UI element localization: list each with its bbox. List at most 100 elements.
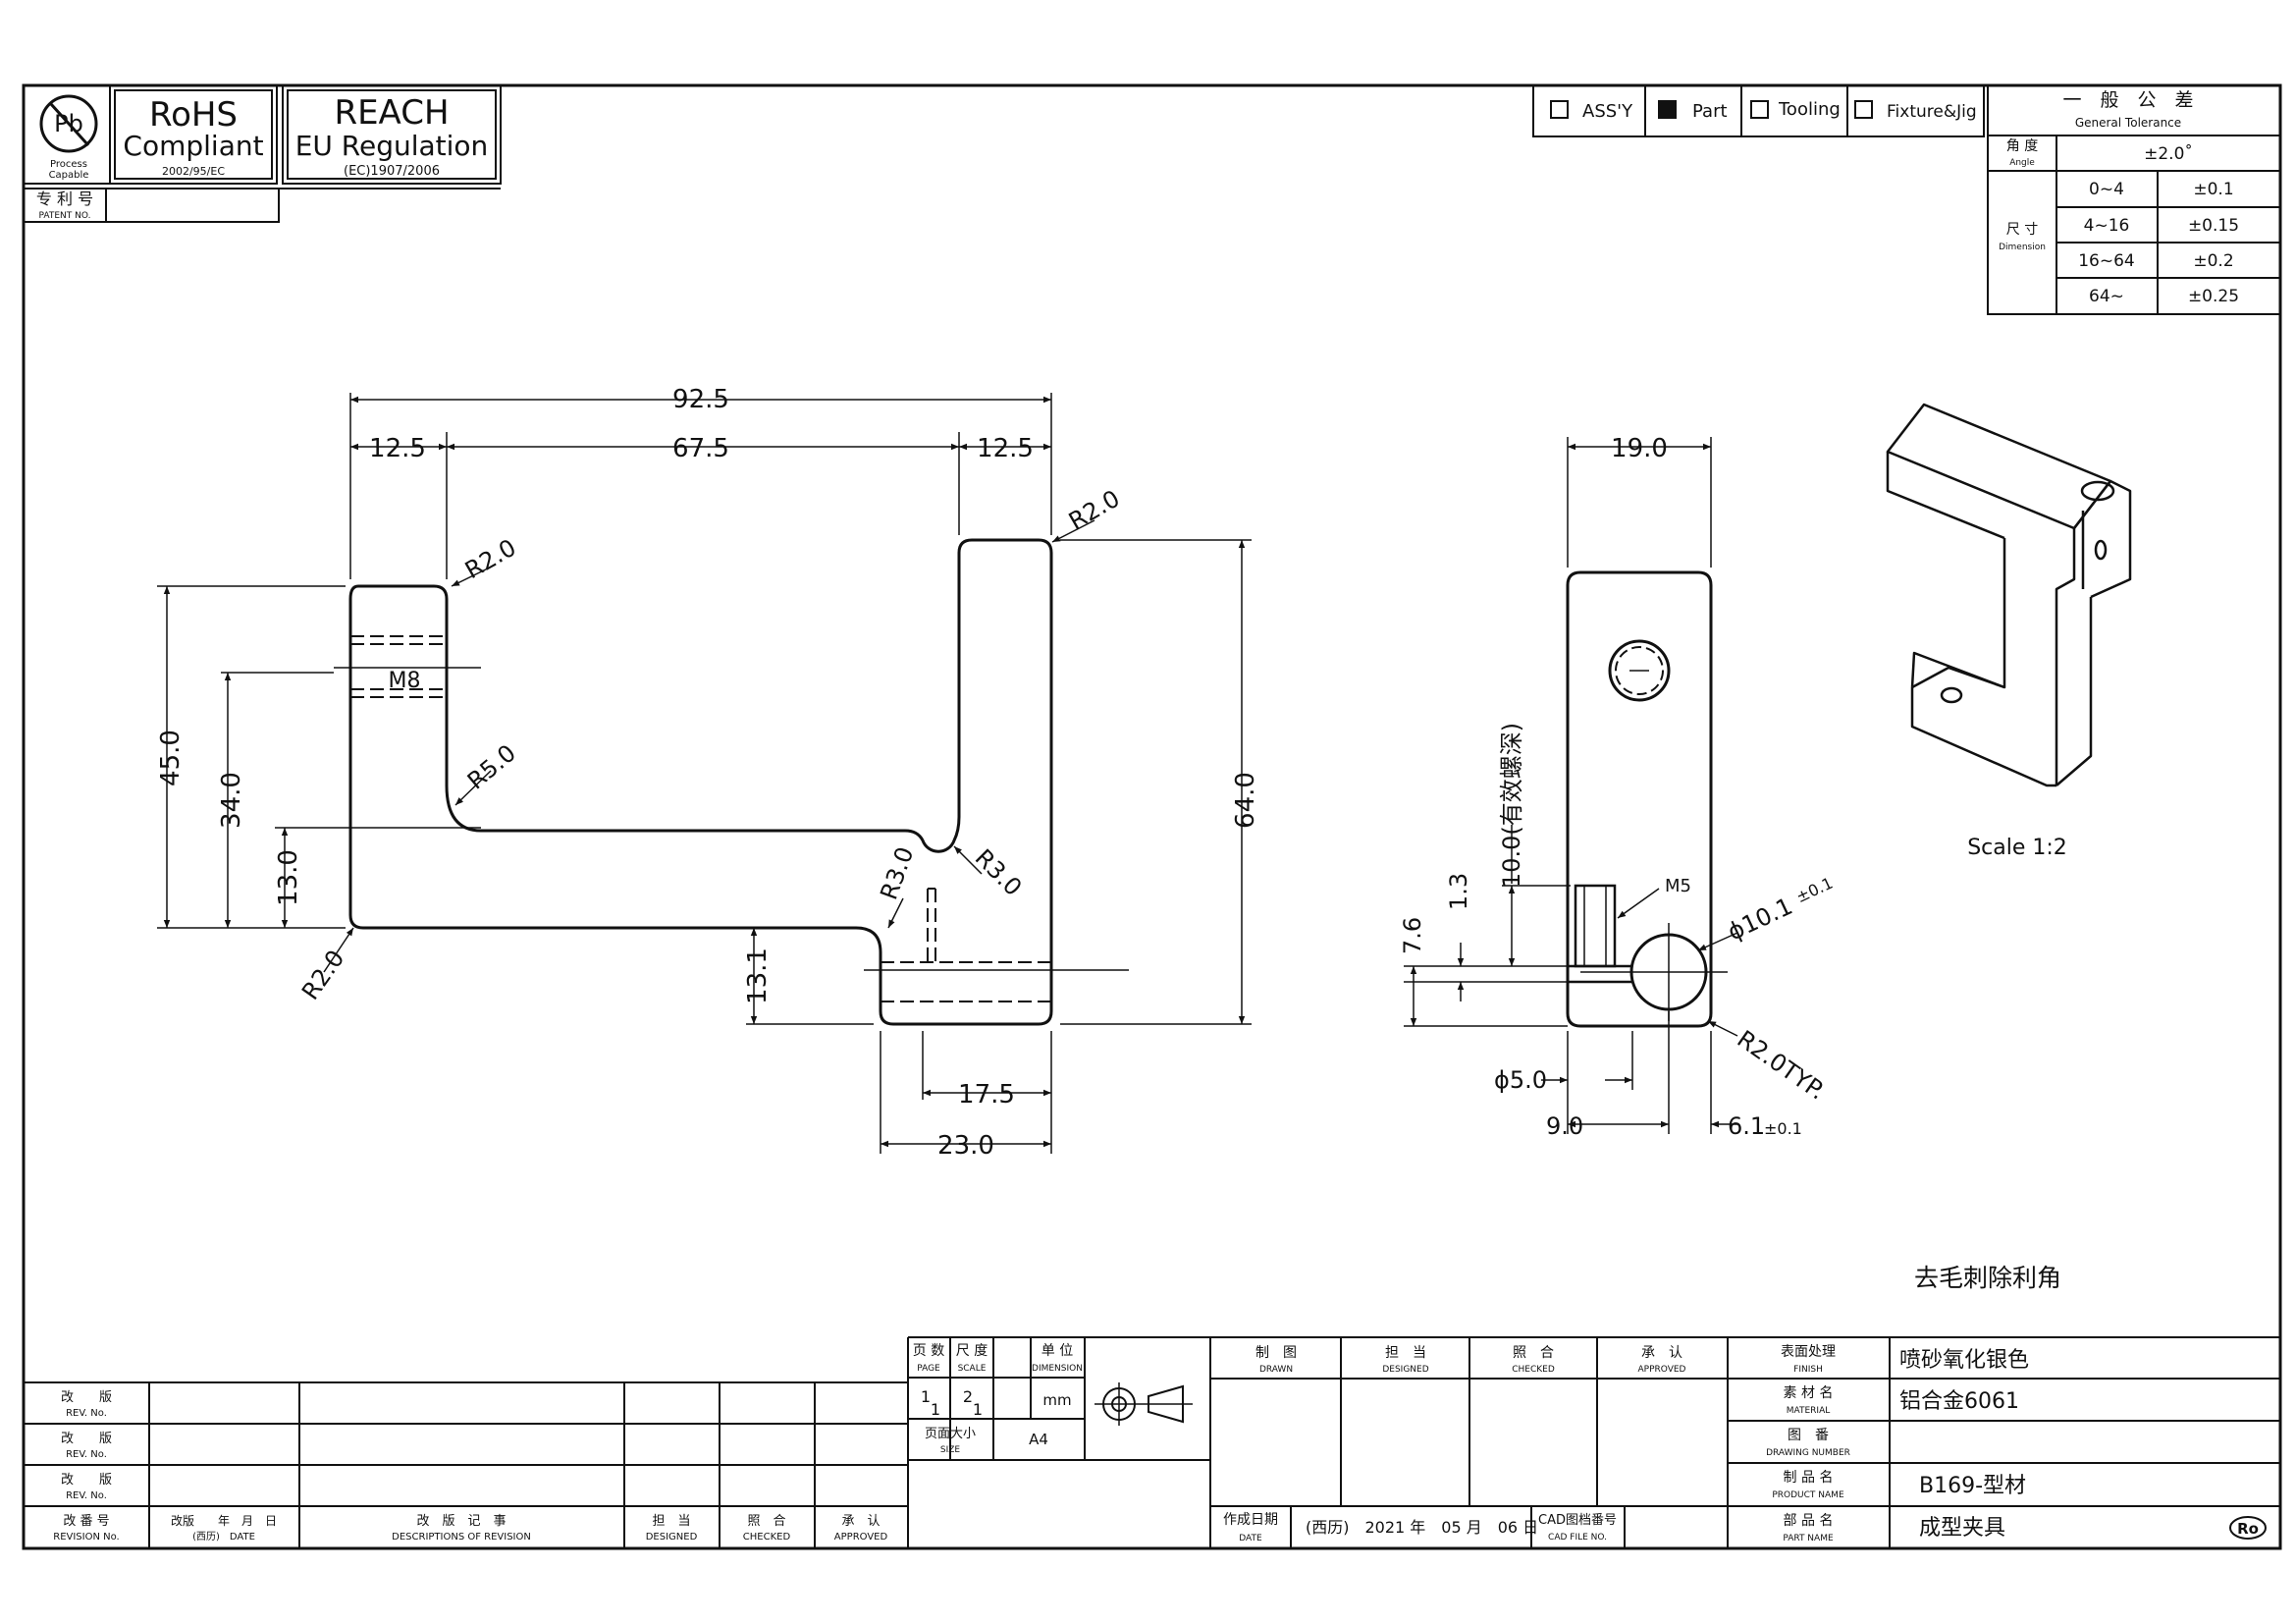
- cad-label-cn: CAD图档番号: [1538, 1513, 1617, 1528]
- m8-hole: [1608, 639, 1671, 702]
- rohs-code: 2002/95/EC: [162, 165, 225, 178]
- revision-labels: 改 版 REV. No. 改 版 REV. No. 改 版 REV. No. 改…: [53, 1390, 887, 1543]
- patent-label-en: PATENT NO.: [39, 211, 91, 221]
- tol-range: 4~16: [2084, 216, 2130, 236]
- checkbox-assy-label: ASS'Y: [1582, 101, 1633, 122]
- type-selector: ASS'Y Part Tooling Fixture&Jig: [1532, 84, 1985, 137]
- angle-label-cn: 角 度: [2006, 138, 2038, 154]
- dim-1-3: 1.3: [1445, 873, 1472, 910]
- rev-label-cn: 改 版: [61, 1390, 112, 1405]
- product-label-cn: 制 品 名: [1784, 1470, 1834, 1486]
- dim-92-5: 92.5: [672, 385, 729, 414]
- dim-67-5: 67.5: [672, 434, 729, 463]
- designed-label-en: DESIGNED: [1382, 1365, 1428, 1375]
- revision-block: [24, 1337, 909, 1548]
- page-label-en: PAGE: [917, 1364, 940, 1374]
- checkbox-fixture-label: Fixture&Jig: [1887, 102, 1977, 122]
- finish-label-cn: 表面处理: [1781, 1344, 1836, 1360]
- scale-note: Scale 1:2: [1967, 836, 2067, 860]
- tol-range: 16~64: [2078, 251, 2135, 271]
- ro-mark: Ro: [2237, 1520, 2259, 1538]
- dim-12-5-right: 12.5: [977, 434, 1034, 463]
- dim-13-1: 13.1: [743, 947, 773, 1004]
- size-value: A4: [1029, 1431, 1048, 1448]
- dim-45: 45.0: [156, 730, 186, 786]
- dim-dia-tol: ±0.1: [1793, 874, 1836, 907]
- hole-hidden-lines: [881, 888, 1051, 1002]
- dim-19: 19.0: [1611, 434, 1668, 463]
- radius-step: R3.0: [875, 843, 919, 903]
- checkbox-tooling[interactable]: Tooling: [1750, 99, 1841, 120]
- rev-no-header-cn: 改 番 号: [63, 1514, 109, 1529]
- dim-13: 13.0: [274, 849, 303, 906]
- rev-desc-header-cn: 改 版 记 事: [416, 1514, 506, 1529]
- rev-label-cn: 改 版: [61, 1473, 112, 1488]
- projection-symbol: [1095, 1382, 1193, 1426]
- rev-label-cn: 改 版: [61, 1432, 112, 1446]
- rev-approved-header-en: APPROVED: [834, 1532, 888, 1543]
- thread-m8: M8: [389, 669, 421, 693]
- dim-6-1-tol: ±0.1: [1764, 1119, 1802, 1138]
- unit-value: mm: [1042, 1391, 1071, 1409]
- compliance-logos: Pb Process Capable RoHS Compliant 2002/9…: [23, 84, 502, 223]
- page-label-cn: 页 数: [913, 1343, 944, 1359]
- radius-bottom-left: R2.0: [296, 945, 349, 1004]
- designed-label-cn: 担 当: [1385, 1345, 1426, 1361]
- side-view: [1404, 437, 1738, 1134]
- dim-34: 34.0: [217, 772, 246, 829]
- side-outline: [1566, 570, 1713, 1028]
- dim-23: 23.0: [937, 1131, 994, 1161]
- rev-date-header-cn: 改版 年 月 日: [171, 1514, 277, 1528]
- radius-typ: R2.0TYP.: [1733, 1025, 1831, 1106]
- rev-designed-header-en: DESIGNED: [646, 1532, 698, 1543]
- pb-symbol: Pb: [54, 110, 83, 137]
- material-label-en: MATERIAL: [1787, 1406, 1831, 1416]
- tol-value: ±0.25: [2188, 287, 2239, 306]
- date-label-en: DATE: [1239, 1534, 1262, 1543]
- checkbox-part[interactable]: Part: [1658, 100, 1728, 122]
- dim-17-5: 17.5: [958, 1080, 1015, 1110]
- date-value: (西历) 2021 年 05 月 06 日: [1306, 1518, 1538, 1537]
- rev-no-header-en: REVISION No.: [53, 1532, 120, 1543]
- dim-dia-5: ϕ5.0: [1494, 1066, 1547, 1094]
- finish-label-en: FINISH: [1793, 1365, 1823, 1375]
- dimension-label-en: Dimension: [1999, 243, 2046, 252]
- page-den: 1: [931, 1400, 940, 1419]
- approved-label-cn: 承 认: [1641, 1345, 1682, 1361]
- drawn-label-en: DRAWN: [1259, 1365, 1293, 1375]
- dim-12-5-left: 12.5: [369, 434, 426, 463]
- tol-range: 64~: [2089, 287, 2124, 306]
- part-label-cn: 部 品 名: [1784, 1513, 1834, 1529]
- rohs-title: RoHS: [149, 95, 238, 135]
- tol-value: ±0.15: [2188, 216, 2239, 236]
- dimension-label-cn: 尺 寸: [2006, 222, 2038, 238]
- pb-free-icon: [39, 94, 98, 153]
- unit-label-cn: 单 位: [1041, 1343, 1073, 1359]
- approved-label-en: APPROVED: [1638, 1365, 1686, 1375]
- checkbox-assy[interactable]: ASS'Y: [1550, 100, 1633, 122]
- m8-hidden-lines: [350, 635, 447, 698]
- drawing-label-cn: 图 番: [1788, 1428, 1829, 1443]
- dim-6-1: 6.1: [1728, 1112, 1765, 1140]
- size-label-cn: 页面大小: [925, 1427, 976, 1441]
- scale-label-en: SCALE: [958, 1364, 987, 1374]
- angle-label-en: Angle: [2009, 158, 2035, 168]
- dim-64: 64.0: [1231, 772, 1260, 829]
- rohs-sub: Compliant: [123, 130, 263, 162]
- reach-title: REACH: [334, 93, 449, 133]
- checkbox-part-label: Part: [1692, 101, 1728, 122]
- rev-label-en: REV. No.: [66, 1490, 107, 1501]
- checked-label-cn: 照 合: [1513, 1345, 1554, 1361]
- page-num: 1: [921, 1387, 931, 1406]
- rev-checked-header-cn: 照 合: [747, 1514, 785, 1529]
- title-block-labels: 页 数 PAGE 尺 度 SCALE 单 位 DIMENSION 1 1 2 1…: [913, 1343, 2259, 1543]
- tolerance-title-en: General Tolerance: [2075, 116, 2181, 130]
- front-outline: [348, 538, 1053, 1026]
- reach-code: (EC)1907/2006: [344, 164, 440, 179]
- rev-desc-header-en: DESCRIPTIONS OF REVISION: [392, 1532, 531, 1543]
- checkbox-fixture[interactable]: Fixture&Jig: [1854, 100, 1977, 122]
- tolerance-table: 一 般 公 差 General Tolerance 角 度 Angle ±2.0…: [1987, 84, 2281, 315]
- rev-checked-header-en: CHECKED: [743, 1532, 791, 1543]
- isometric-view: [1886, 403, 2132, 787]
- scale-label-cn: 尺 度: [956, 1343, 988, 1359]
